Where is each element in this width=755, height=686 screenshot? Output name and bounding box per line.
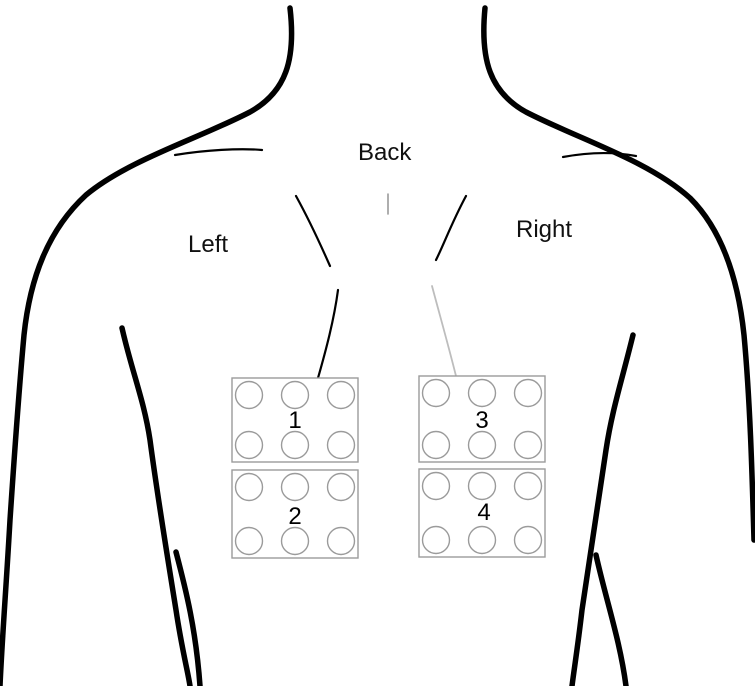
pad-number-label: 1 <box>288 407 301 434</box>
body-outline-right <box>484 8 754 686</box>
electrode-circle <box>469 432 496 459</box>
electrode-pad-2: 2 <box>232 470 358 558</box>
pad-number-label: 3 <box>475 407 488 434</box>
electrode-circle <box>423 432 450 459</box>
electrode-circle <box>328 474 355 501</box>
right-label: Right <box>516 216 572 243</box>
electrode-circle <box>328 382 355 409</box>
electrode-circle <box>236 382 263 409</box>
electrode-circle <box>236 528 263 555</box>
electrode-circle <box>328 432 355 459</box>
electrode-pad-3: 3 <box>419 376 545 462</box>
electrode-circle <box>282 474 309 501</box>
electrode-circle <box>515 473 542 500</box>
electrode-circle <box>236 474 263 501</box>
left-label: Left <box>188 231 228 258</box>
electrode-pad-4: 4 <box>419 469 545 557</box>
electrode-circle <box>515 527 542 554</box>
electrode-circle <box>423 380 450 407</box>
back-label: Back <box>358 139 412 166</box>
pad-number-label: 2 <box>288 503 301 530</box>
electrode-circle <box>515 432 542 459</box>
electrode-circle <box>282 382 309 409</box>
back-details <box>296 194 466 378</box>
pad-number-label: 4 <box>477 499 490 526</box>
electrode-circle <box>515 380 542 407</box>
electrode-pads: 1 2 3 4 <box>232 376 545 558</box>
electrode-circle <box>469 473 496 500</box>
electrode-circle <box>328 528 355 555</box>
electrode-circle <box>469 380 496 407</box>
electrode-circle <box>236 432 263 459</box>
electrode-pad-1: 1 <box>232 378 358 462</box>
electrode-circle <box>282 432 309 459</box>
electrode-circle <box>423 527 450 554</box>
electrode-circle <box>282 528 309 555</box>
electrode-circle <box>469 527 496 554</box>
electrode-circle <box>423 473 450 500</box>
body-outline-left <box>0 8 292 686</box>
